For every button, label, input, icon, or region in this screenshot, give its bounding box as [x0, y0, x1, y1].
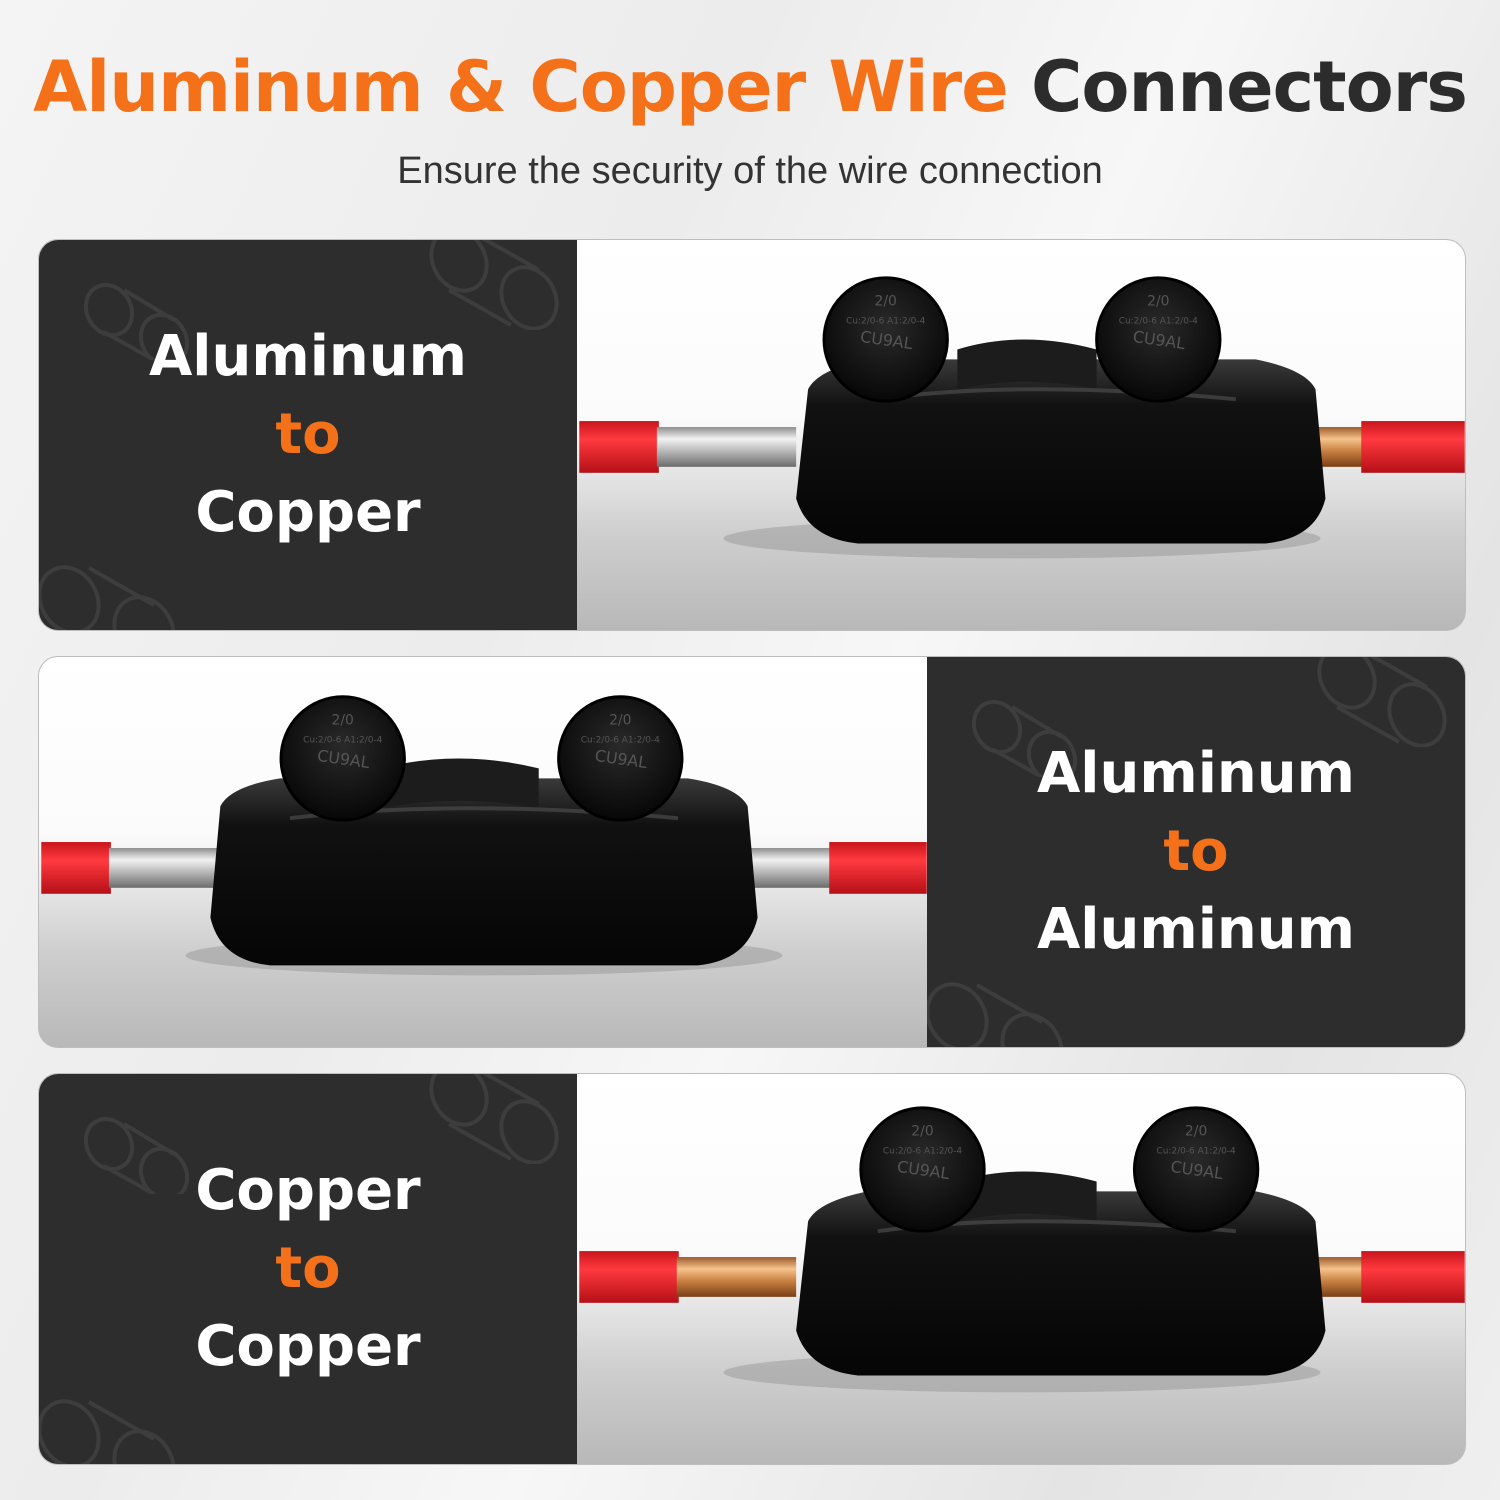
- connector-scene: 2/0 Cu:2/0-6 A1:2/0-4 CU9AL 2/0 Cu:2/0-6…: [577, 1074, 1465, 1464]
- title-dark: Connectors: [1031, 46, 1468, 128]
- cap-rating-text: Cu:2/0-6 A1:2/0-4: [846, 317, 925, 327]
- conductor-left: [656, 427, 797, 467]
- svg-text:Cu:2/0-6 A1:2/0-4: Cu:2/0-6 A1:2/0-4: [581, 736, 660, 746]
- connector-scene: 2/0 Cu:2/0-6 A1:2/0-4 CU9AL 2/0 Cu:2/0-6…: [577, 240, 1465, 630]
- svg-text:2/0: 2/0: [1147, 294, 1169, 310]
- panel-aluminum-to-aluminum: 2/0 Cu:2/0-6 A1:2/0-4 CU9AL 2/0 Cu:2/0-6…: [38, 656, 1466, 1048]
- cap-size-text: 2/0: [875, 294, 897, 310]
- label-line-2: to: [1163, 819, 1229, 884]
- panel-copper-to-copper: Copper to Copper 2/0 Cu:2/0-6 A1:2/0-4 C…: [38, 1073, 1466, 1465]
- wire-outline-icon: [39, 565, 176, 630]
- svg-text:2/0: 2/0: [332, 713, 354, 729]
- label-line-3: Copper: [195, 480, 421, 545]
- panel-aluminum-to-copper: Aluminum to Copper 2/0 Cu:2/0-6: [38, 239, 1466, 631]
- svg-text:Cu:2/0-6 A1:2/0-4: Cu:2/0-6 A1:2/0-4: [1157, 1147, 1236, 1157]
- wire-outline-icon: [1317, 657, 1447, 747]
- wire-outline-icon: [429, 240, 559, 330]
- connector-illustration: 2/0 Cu:2/0-6 A1:2/0-4 CU9AL 2/0 Cu:2/0-6…: [579, 1106, 1465, 1393]
- conductor-left: [676, 1257, 797, 1297]
- label-line-1: Copper: [195, 1158, 421, 1223]
- panel-label: Aluminum to Copper: [39, 240, 577, 630]
- wire-insulation-right: [1361, 1251, 1465, 1303]
- label-box: Aluminum to Aluminum: [927, 657, 1465, 1047]
- svg-text:2/0: 2/0: [911, 1124, 933, 1140]
- connector-scene: 2/0 Cu:2/0-6 A1:2/0-4 CU9AL 2/0 Cu:2/0-6…: [39, 657, 929, 1047]
- svg-text:Cu:2/0-6 A1:2/0-4: Cu:2/0-6 A1:2/0-4: [303, 736, 382, 746]
- wire-outline-icon: [971, 699, 1078, 777]
- label-line-2: to: [275, 402, 341, 467]
- wire-outline-icon: [927, 982, 1064, 1047]
- wire-insulation-right: [1361, 421, 1465, 473]
- svg-text:Cu:2/0-6 A1:2/0-4: Cu:2/0-6 A1:2/0-4: [1119, 317, 1198, 327]
- label-line-2: to: [275, 1236, 341, 1301]
- page-subtitle: Ensure the security of the wire connecti…: [397, 150, 1103, 192]
- wire-insulation-left: [579, 1251, 679, 1303]
- label-box: Aluminum to Copper: [39, 240, 577, 630]
- wire-outline-icon: [429, 1074, 559, 1164]
- panel-label: Copper to Copper: [39, 1074, 577, 1464]
- wire-insulation-left: [579, 421, 659, 473]
- label-line-1: Aluminum: [1036, 741, 1356, 806]
- page-title: Aluminum & Copper Wire Connectors: [0, 46, 1500, 128]
- svg-text:Cu:2/0-6 A1:2/0-4: Cu:2/0-6 A1:2/0-4: [883, 1147, 962, 1157]
- wire-outline-icon: [83, 282, 190, 360]
- panel-label: Aluminum to Aluminum: [927, 657, 1465, 1047]
- wire-outline-icon: [39, 1399, 176, 1464]
- connector-illustration: 2/0 Cu:2/0-6 A1:2/0-4 CU9AL 2/0 Cu:2/0-6…: [579, 276, 1465, 559]
- title-accent: Aluminum & Copper Wire: [33, 46, 1009, 128]
- label-line-3: Copper: [195, 1314, 421, 1379]
- wire-insulation-right: [829, 842, 927, 894]
- label-line-3: Aluminum: [1036, 897, 1356, 962]
- svg-text:2/0: 2/0: [1185, 1124, 1207, 1140]
- wire-insulation-left: [41, 842, 111, 894]
- label-box: Copper to Copper: [39, 1074, 577, 1464]
- label-line-1: Aluminum: [148, 324, 468, 389]
- wire-outline-icon: [83, 1116, 190, 1194]
- connector-illustration: 2/0 Cu:2/0-6 A1:2/0-4 CU9AL 2/0 Cu:2/0-6…: [41, 695, 927, 976]
- svg-text:2/0: 2/0: [609, 713, 631, 729]
